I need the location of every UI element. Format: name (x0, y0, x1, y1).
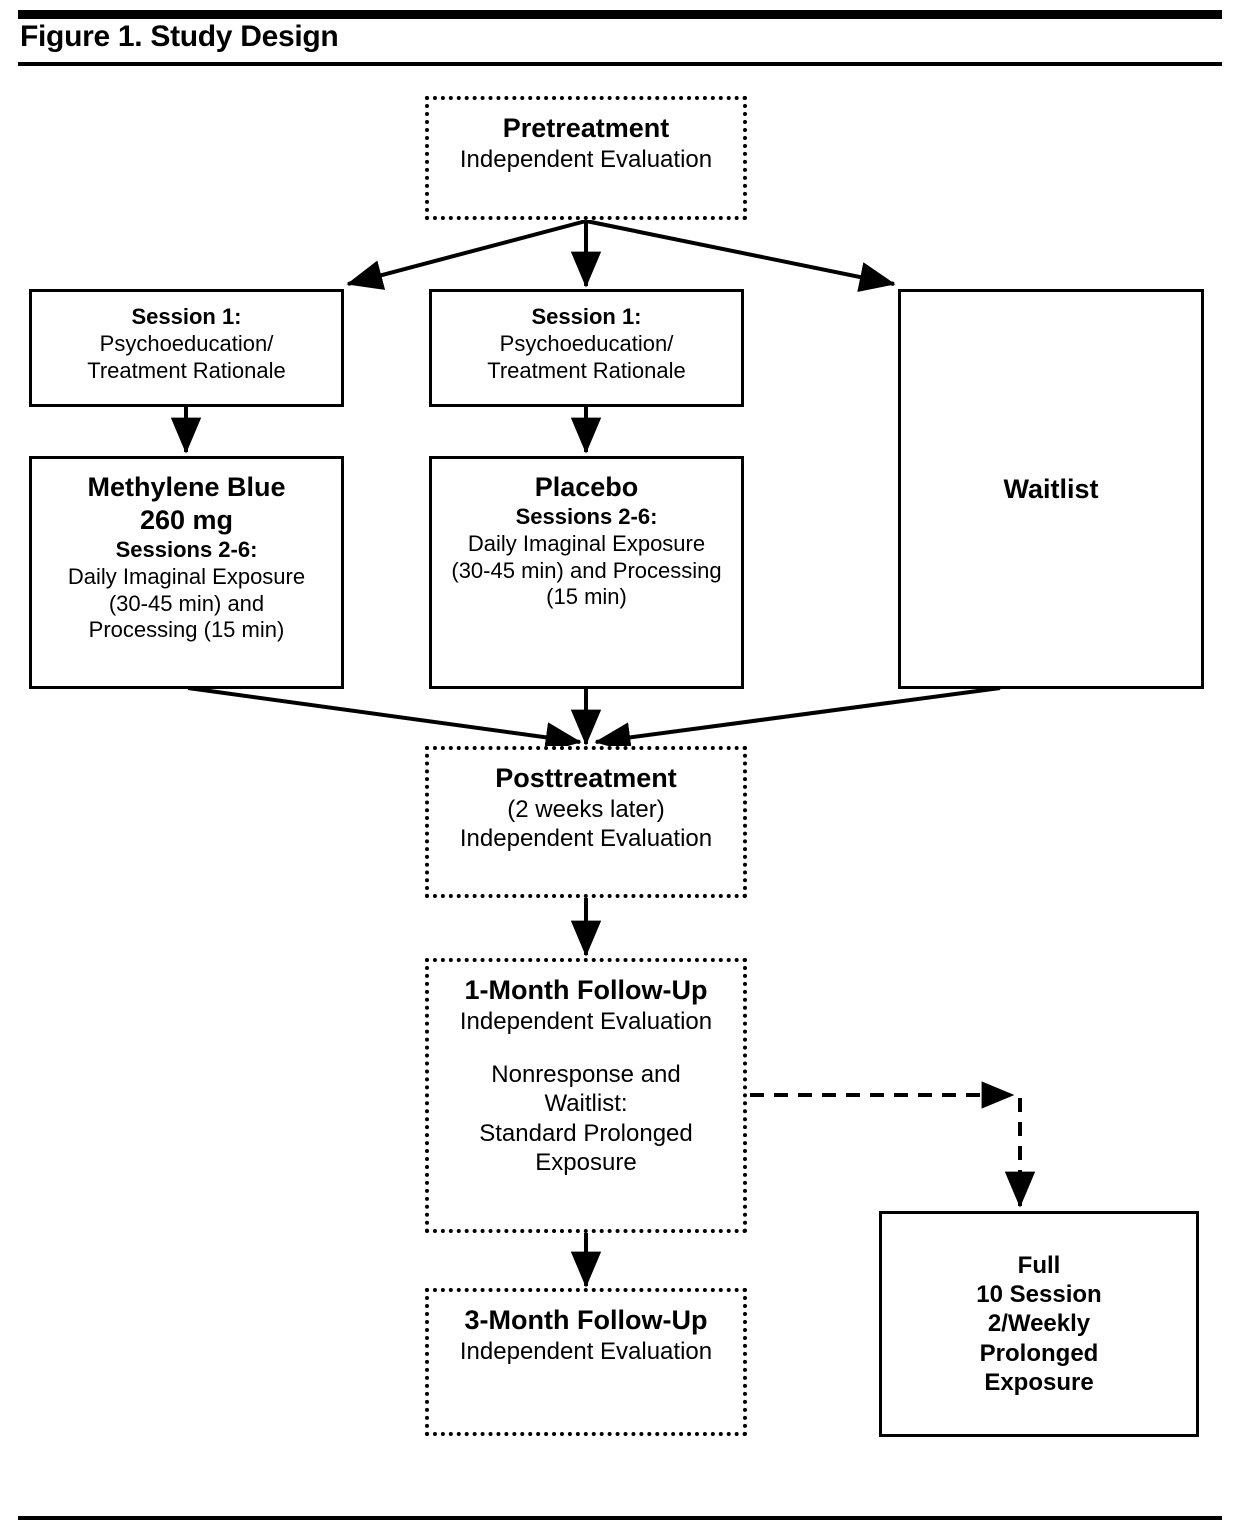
page-title: Figure 1. Study Design (20, 20, 339, 53)
node-followup-3month[interactable]: 3-Month Follow-Up Independent Evaluation (425, 1288, 747, 1436)
node-session1-left[interactable]: Session 1: Psychoeducation/ Treatment Ra… (29, 289, 344, 407)
session1-mid-heading: Session 1: (531, 304, 642, 329)
placebo-subhead: Sessions 2-6: (515, 503, 658, 529)
methylene-blue-line-3: Processing (15 min) (88, 617, 285, 643)
session1-mid-line-2: Treatment Rationale (487, 357, 686, 383)
methylene-blue-title-1: Methylene Blue (87, 472, 286, 502)
methylene-blue-subhead: Sessions 2-6: (115, 536, 258, 562)
followup-1month-spacer (439, 1036, 733, 1060)
methylene-blue-line-1: Daily Imaginal Exposure (67, 563, 306, 589)
arrow-pretreatment-to-session1-left (346, 219, 587, 290)
node-pretreatment[interactable]: Pretreatment Independent Evaluation (425, 96, 747, 220)
followup-3month-line-1: Independent Evaluation (459, 1337, 713, 1365)
posttreatment-line-1: (2 weeks later) (507, 795, 665, 823)
methylene-blue-title-2: 260 mg (139, 504, 234, 535)
pretreatment-heading: Pretreatment (502, 113, 670, 143)
placebo-line-2: (30-45 min) and Processing (451, 557, 722, 583)
followup-1month-heading: 1-Month Follow-Up (464, 975, 708, 1005)
node-followup-1month[interactable]: 1-Month Follow-Up Independent Evaluation… (425, 958, 747, 1233)
node-methylene-blue[interactable]: Methylene Blue 260 mg Sessions 2-6: Dail… (29, 456, 344, 689)
header-rule-thin (18, 62, 1222, 66)
full-pe-line-5: Exposure (984, 1368, 1094, 1396)
arrow-methylene-blue-to-posttreatment (187, 686, 582, 753)
followup-1month-line-4: Standard Prolonged (479, 1119, 693, 1147)
session1-left-line-2: Treatment Rationale (87, 357, 286, 383)
footer-rule (18, 1516, 1222, 1520)
placebo-title: Placebo (534, 472, 639, 502)
full-pe-line-1: Full (1017, 1251, 1061, 1279)
node-posttreatment[interactable]: Posttreatment (2 weeks later) Independen… (425, 746, 747, 898)
session1-left-line-1: Psychoeducation/ (99, 330, 274, 356)
pretreatment-line-1: Independent Evaluation (459, 145, 713, 173)
arrow-pretreatment-to-waitlist (585, 219, 896, 292)
followup-1month-line-2: Nonresponse and (491, 1061, 681, 1089)
header-rule-thick (18, 10, 1222, 19)
full-pe-line-4: Prolonged (979, 1339, 1099, 1367)
followup-1month-line-1: Independent Evaluation (459, 1007, 713, 1035)
node-full-prolonged-exposure[interactable]: Full 10 Session 2/Weekly Prolonged Expos… (879, 1211, 1199, 1437)
followup-3month-heading: 3-Month Follow-Up (464, 1305, 708, 1335)
session1-mid-line-1: Psychoeducation/ (499, 330, 674, 356)
node-waitlist[interactable]: Waitlist (898, 289, 1204, 689)
methylene-blue-line-2: (30-45 min) and (108, 590, 265, 616)
session1-left-heading: Session 1: (131, 304, 242, 329)
placebo-line-1: Daily Imaginal Exposure (467, 530, 706, 556)
arrow-waitlist-to-posttreatment (594, 686, 1001, 753)
waitlist-title: Waitlist (1003, 473, 1099, 504)
followup-1month-line-5: Exposure (535, 1149, 637, 1176)
full-pe-line-3: 2/Weekly (987, 1310, 1091, 1338)
full-pe-line-2: 10 Session (976, 1281, 1102, 1309)
posttreatment-line-2: Independent Evaluation (459, 825, 713, 853)
posttreatment-heading: Posttreatment (495, 763, 677, 793)
followup-1month-line-3: Waitlist: (544, 1090, 628, 1118)
placebo-line-3: (15 min) (546, 584, 627, 610)
node-placebo[interactable]: Placebo Sessions 2-6: Daily Imaginal Exp… (429, 456, 744, 689)
node-session1-mid[interactable]: Session 1: Psychoeducation/ Treatment Ra… (429, 289, 744, 407)
